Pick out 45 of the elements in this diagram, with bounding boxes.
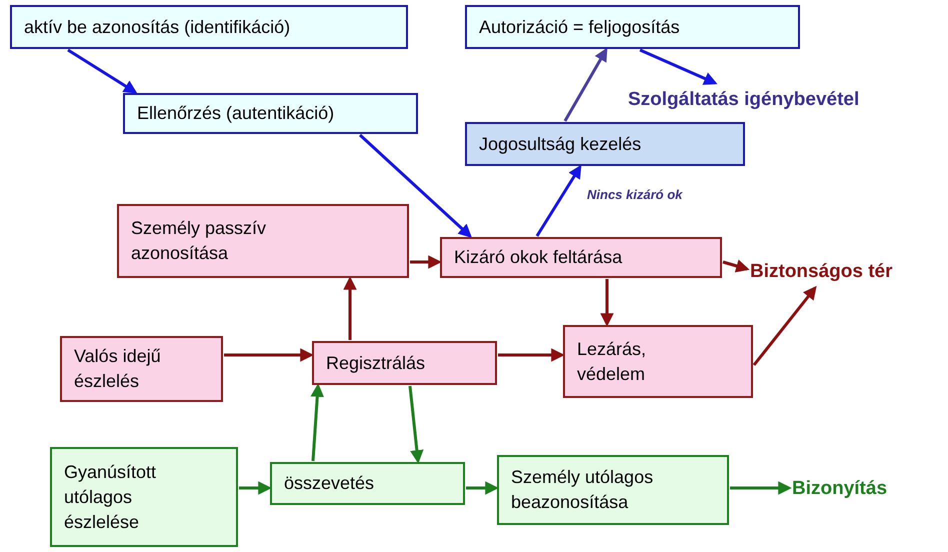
box-label: Ellenőrzés (autentikáció) <box>137 102 334 125</box>
process-box <box>465 122 745 166</box>
process-box <box>117 204 409 278</box>
process-box <box>465 5 800 49</box>
arrow <box>239 481 272 495</box>
process-box <box>270 462 465 505</box>
box-label: összevetés <box>284 472 374 495</box>
arrow <box>564 48 608 122</box>
arrow <box>466 481 499 495</box>
box-label: Kizáró okok feltárása <box>454 246 622 269</box>
box-label: Lezárás, védelem <box>577 338 648 386</box>
box-label: Személy passzív azonosítása <box>131 217 268 265</box>
box-label: Személy utólagos beazonosítása <box>511 466 654 514</box>
box-label: aktív be azonosítás (identifikáció) <box>24 16 290 39</box>
arrow <box>536 164 582 237</box>
box-label: Gyanúsított utólagos észlelése <box>64 460 158 534</box>
arrow <box>224 348 314 362</box>
process-box <box>60 336 223 402</box>
process-box <box>312 341 497 385</box>
arrow <box>410 255 442 269</box>
process-box <box>440 237 722 278</box>
arrow <box>408 386 424 464</box>
arrow <box>343 276 357 340</box>
arrow <box>639 48 718 85</box>
process-box <box>497 455 729 525</box>
process-box <box>50 447 238 547</box>
arrow <box>600 279 614 327</box>
arrow <box>358 134 472 238</box>
arrow <box>752 286 817 366</box>
arrow <box>730 481 792 495</box>
arrow <box>722 260 750 272</box>
box-label: Regisztrálás <box>326 352 426 375</box>
box-label: Jogosultság kezelés <box>479 132 642 156</box>
process-box <box>123 93 418 134</box>
process-box <box>563 325 753 398</box>
process-box <box>10 5 408 49</box>
box-label: Autorizáció = feljogosítás <box>479 16 680 39</box>
edge-label: Nincs kizáró ok <box>585 187 684 202</box>
outcome-text: Biztonságos tér <box>750 260 893 284</box>
arrow <box>498 348 565 362</box>
arrow <box>310 383 324 462</box>
outcome-text: Szolgáltatás igénybevétel <box>628 88 860 112</box>
arrow <box>67 48 138 94</box>
outcome-text: Bizonyítás <box>792 476 888 500</box>
box-label: Valós idejű észlelés <box>74 345 162 393</box>
